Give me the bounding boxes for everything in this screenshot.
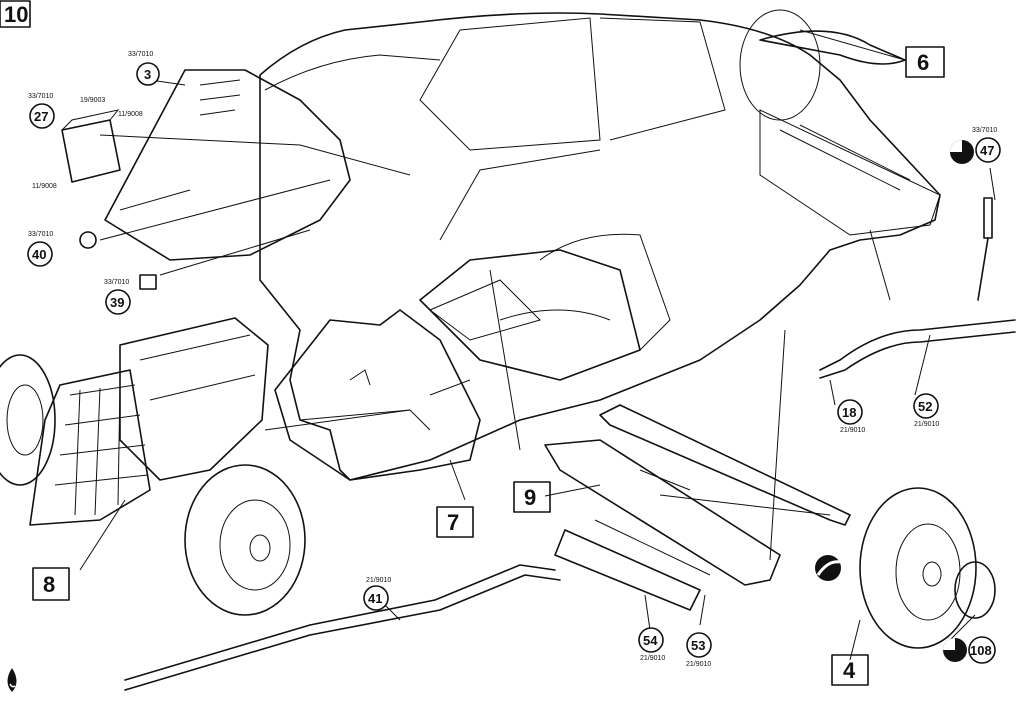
callout-number: 53 [691, 638, 705, 653]
callout-code: 21/9010 [640, 655, 665, 662]
callout-27: 33/7010 27 [28, 93, 55, 129]
paint-symbol [815, 555, 841, 581]
callout-number: 18 [842, 405, 856, 420]
exhaust-pipe [124, 564, 561, 691]
callout-number: 108 [970, 643, 992, 658]
firewall-panel [274, 309, 481, 481]
callout-number: 47 [980, 143, 994, 158]
callout-number: 54 [643, 633, 658, 648]
glue-drop-icon [7, 668, 17, 692]
group-box-4: 4 [831, 654, 869, 686]
callout-53: 53 21/9010 [686, 632, 712, 668]
callout-code: 21/9010 [366, 577, 391, 584]
body-shell [259, 9, 941, 481]
callout-code: 33/7010 [104, 279, 129, 286]
callout-code: 21/9010 [914, 421, 939, 428]
callout-code: 33/7010 [28, 93, 53, 100]
callout-39: 33/7010 39 [104, 279, 131, 315]
battery-code-bottom: 11/9008 [32, 183, 57, 190]
group-box-8: 8 [32, 567, 70, 601]
callout-number: 41 [368, 591, 382, 606]
callout-40: 33/7010 40 [27, 231, 53, 267]
callout-number: 39 [110, 295, 124, 310]
callout-54: 54 21/9010 [638, 627, 665, 662]
engine-assembly [29, 317, 269, 526]
group-box-7: 7 [436, 506, 474, 538]
callout-18: 18 21/9010 [837, 399, 865, 434]
rear-exhaust [819, 319, 1016, 379]
callout-number: 3 [144, 67, 151, 82]
seats [419, 233, 671, 381]
callout-3: 33/7010 3 [128, 51, 160, 86]
callout-number: 52 [918, 399, 932, 414]
group-label-7: 7 [447, 510, 459, 535]
group-label-6: 6 [917, 50, 929, 75]
group-box-6: 6 [905, 46, 945, 78]
battery-codes: 19/9003 11/9008 11/9008 [32, 97, 143, 190]
group-label-9: 9 [524, 485, 536, 510]
shock-absorber [977, 197, 993, 301]
callout-code: 33/7010 [28, 231, 53, 238]
group-label-8: 8 [43, 572, 55, 597]
part-40 [79, 231, 97, 249]
battery-code-right: 11/9008 [118, 111, 143, 118]
callout-number: 27 [34, 109, 48, 124]
chassis-frame [544, 404, 851, 611]
door-inner-panel [104, 69, 351, 261]
step-number-box: 10 [0, 0, 31, 28]
callout-code: 33/7010 [128, 51, 153, 58]
front-left-wheel [0, 354, 56, 486]
callout-code: 21/9010 [840, 427, 865, 434]
callout-41: 21/9010 41 [363, 577, 391, 611]
group-label-4: 4 [843, 658, 856, 683]
front-right-wheel [184, 464, 306, 616]
callout-code: 21/9010 [686, 661, 711, 668]
battery-code-top: 19/9003 [80, 97, 105, 104]
callout-47: 33/7010 47 [950, 127, 1001, 164]
callout-52: 52 21/9010 [913, 393, 939, 428]
leader-lines [79, 29, 996, 661]
callout-number: 40 [32, 247, 46, 262]
step-number: 10 [4, 2, 28, 27]
callout-108: 108 [943, 636, 996, 664]
group-box-9: 9 [513, 481, 551, 513]
callout-code: 33/7010 [972, 127, 997, 134]
battery [61, 109, 121, 183]
part-39 [139, 274, 157, 290]
rear-wheel [859, 487, 996, 649]
